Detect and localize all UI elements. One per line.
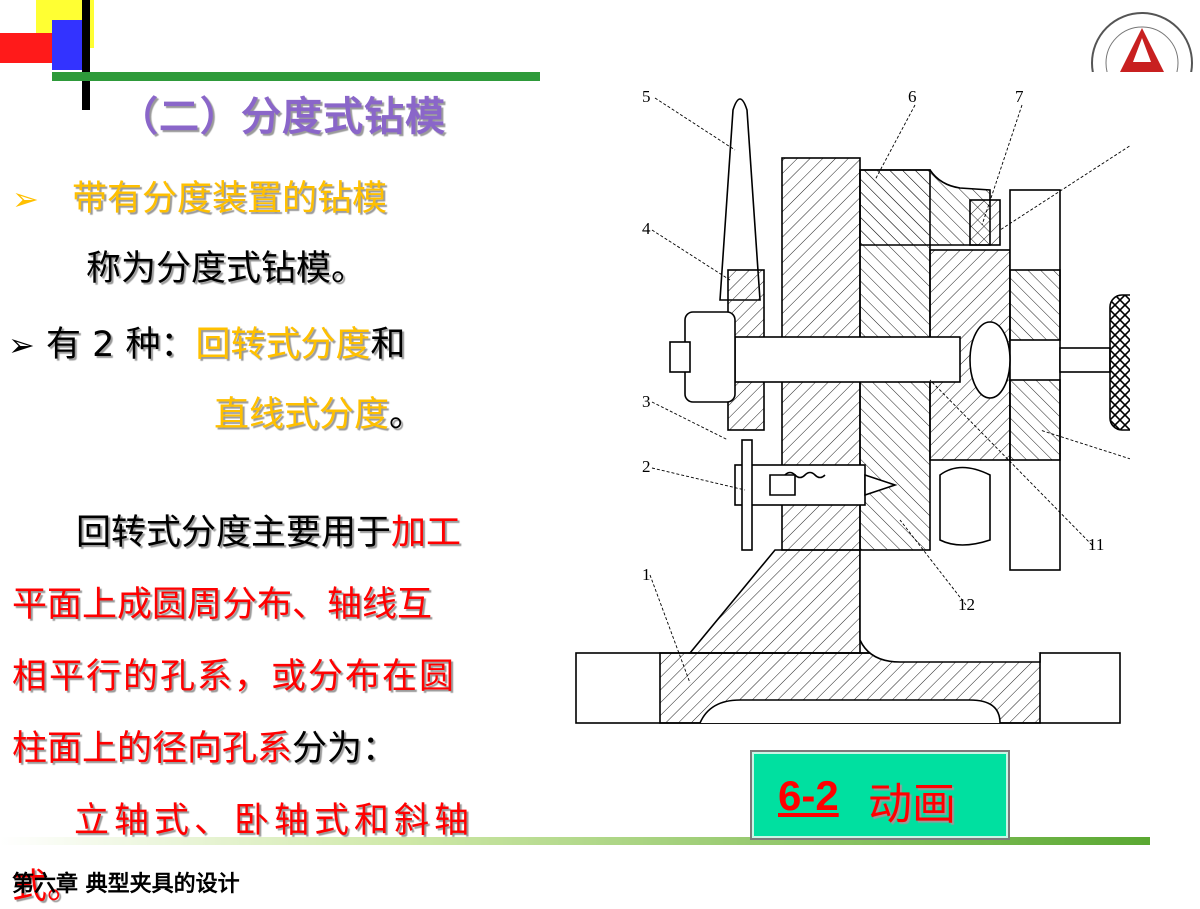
bullet-2-type2: 直线式分度 (214, 395, 390, 435)
bullet-marker: ➢ (8, 326, 35, 364)
bullet-2: ➢ 有 2 种：回转式分度和 (8, 316, 406, 367)
paragraph-line-1: 回转式分度主要用于加工 (76, 504, 461, 555)
paragraph-text: 回转式分度主要用于 (76, 513, 392, 553)
paragraph-text: 分为： (292, 729, 398, 769)
bullet-marker: ➢ (12, 180, 39, 218)
bullet-2-conj: 和 (370, 325, 406, 365)
university-seal-logo (1090, 8, 1194, 72)
part-label: 7 (1015, 87, 1024, 106)
bullet-1-highlight: 带有分度装置的钻模 (71, 179, 387, 219)
animation-number[interactable]: 6-2 (778, 772, 839, 819)
part-label: 12 (958, 595, 975, 614)
paragraph-line-5: 立轴式、卧轴式和斜轴 (74, 801, 475, 841)
part-label: 2 (642, 457, 651, 476)
paragraph-emphasis: 柱面上的径向孔系 (12, 729, 293, 769)
corner-decoration-red (0, 33, 52, 63)
bullet-2-line2: 直线式分度。 (214, 386, 424, 437)
corner-decoration-line (82, 0, 90, 110)
part-label: 6 (908, 87, 917, 106)
bullet-2-end: 。 (389, 395, 425, 435)
page-title: （二）分度式钻模 (118, 94, 446, 140)
part-label: 4 (642, 219, 651, 238)
paragraph-line-2: 平面上成圆周分布、轴线互 (12, 585, 433, 625)
title-underline-bar (52, 72, 540, 81)
bullet-1-continuation: 称为分度式钻模。 (86, 249, 367, 289)
animation-label[interactable]: 动画 (868, 779, 956, 830)
drill-jig-drawing: 5 6 7 8 9 4 3 2 10 11 1 12 (570, 80, 1199, 734)
part-label: 5 (642, 87, 651, 106)
part-label: 11 (1088, 535, 1104, 554)
part-label: 1 (642, 565, 651, 584)
paragraph-line-4: 柱面上的径向孔系分为： (12, 720, 397, 771)
bullet-1: ➢ 带有分度装置的钻模 (12, 170, 387, 221)
paragraph-line-3: 相平行的孔系，或分布在圆 (12, 657, 457, 697)
bullet-2-prefix: 有 2 种： (45, 325, 196, 365)
bullet-2-type1: 回转式分度 (195, 325, 371, 365)
paragraph-emphasis: 加工 (391, 513, 462, 553)
footer-divider-bar (0, 837, 1150, 845)
chapter-footer: 第六章 典型夹具的设计 (12, 872, 240, 897)
animation-button[interactable] (750, 750, 1010, 840)
part-label: 3 (642, 392, 651, 411)
